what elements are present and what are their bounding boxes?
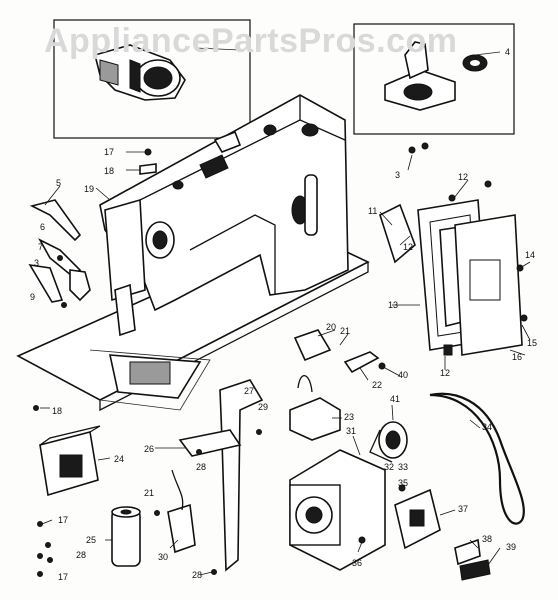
part-39 [459,559,491,581]
callout-31: 31 [346,426,356,436]
callout-28c: 28 [192,570,202,580]
inset-box-left [53,19,251,139]
callout-16: 16 [512,352,522,362]
callout-9: 9 [30,292,35,302]
lever-parts-left [28,199,91,308]
callout-32: 32 [384,462,394,472]
bracket-18 [139,163,157,175]
knee-lever-27 [178,379,264,572]
callout-26: 26 [144,444,154,454]
pulley-41 [369,421,408,463]
leader-lines [40,151,531,576]
callout-15: 15 [527,338,537,348]
callout-40: 40 [398,370,408,380]
callout-14: 14 [525,250,535,260]
callout-28: 28 [196,462,206,472]
drive-belt-34 [429,392,525,525]
machine-arm [99,94,349,337]
callout-23: 23 [344,412,354,422]
callout-18: 18 [104,166,114,176]
callout-5: 5 [56,178,61,188]
callout-36: 36 [352,558,362,568]
callout-21: 21 [340,326,350,336]
part-38 [454,538,481,566]
callout-18b: 18 [52,406,62,416]
capacitor-24 [39,425,101,497]
callout-33: 33 [398,462,408,472]
callout-41: 41 [390,394,400,404]
callout-11: 11 [368,206,377,216]
callout-20: 20 [326,322,336,332]
callout-12c: 12 [440,368,450,378]
callout-24: 24 [114,454,124,464]
callout-7: 7 [38,242,43,252]
callout-39: 39 [506,542,516,552]
callout-3b: 3 [34,258,39,268]
callout-25: 25 [86,535,96,545]
callout-17: 17 [104,147,114,157]
callout-28b: 28 [76,550,86,560]
callout-22: 22 [372,380,382,390]
inset-box-right [353,23,515,135]
spool-25 [111,506,141,567]
bobbin-case-part [384,41,501,111]
callout-35: 35 [398,478,408,488]
callout-3: 3 [395,170,400,180]
callout-12b: 12 [403,242,413,252]
callout-37: 37 [458,504,468,514]
callout-38: 38 [482,534,492,544]
motor-31 [289,449,386,571]
callout-29: 29 [258,402,268,412]
watermark-text: AppliancePartsPros.com [44,22,457,60]
callout-17b: 17 [58,515,68,525]
callout-27: 27 [244,386,254,396]
callout-34: 34 [482,422,492,432]
callout-30: 30 [158,552,168,562]
parts-20-22 [293,329,386,374]
hook-assembly-part [94,44,186,101]
face-plate-assembly [379,180,528,356]
callout-21b: 21 [144,488,154,498]
callout-6: 6 [40,222,45,232]
callout-12: 12 [458,172,468,182]
lamp-socket-23 [289,375,341,441]
winder-30 [167,469,196,554]
switch-block-37 [394,488,441,550]
callout-17c: 17 [58,572,68,582]
callout-19: 19 [84,184,94,194]
small-fasteners [33,405,262,577]
callout-13: 13 [388,300,398,310]
callout-4: 4 [505,47,510,57]
